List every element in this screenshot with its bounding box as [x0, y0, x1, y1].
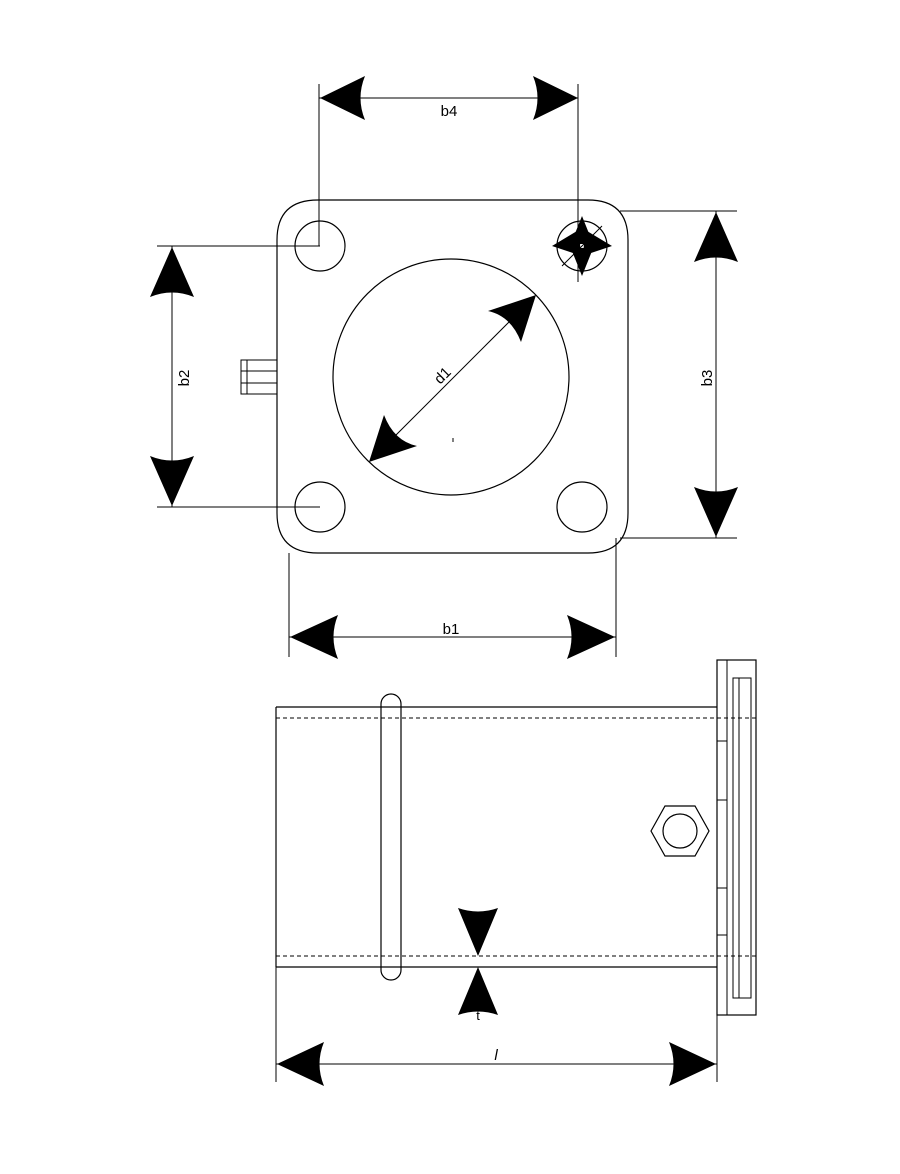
hex-nut: [650, 805, 710, 857]
b3-label: b3: [699, 370, 716, 387]
b2-arrow-bottom: [150, 456, 194, 506]
flange-side: [716, 659, 757, 1016]
dimension-b3: b3: [620, 210, 738, 539]
t-arrow-bottom: [458, 967, 498, 1015]
central-bore-d1: [332, 258, 570, 496]
dimension-d1: d1: [369, 295, 536, 462]
dimension-t: t: [458, 908, 498, 1023]
d2-arrow-3: [570, 216, 594, 246]
b4-label: b4: [441, 103, 458, 120]
dimension-b1: b1: [288, 538, 617, 659]
pipe-side-view: [275, 659, 757, 1016]
b1-label: b1: [443, 621, 460, 638]
d1-label: d1: [431, 364, 455, 388]
l-label: l: [494, 1047, 498, 1064]
b4-arrow-right: [533, 76, 578, 120]
b2-arrow-top: [150, 247, 194, 297]
bolt-hole-bottom-right: [556, 481, 608, 533]
dimension-l: l: [275, 967, 718, 1086]
flange-plate-outline: [276, 199, 629, 554]
side-nut: [240, 359, 278, 395]
dimension-b2: b2: [150, 245, 320, 508]
b1-arrow-left: [290, 615, 338, 659]
d1-arrow-lower: [369, 415, 417, 462]
l-arrow-right: [669, 1042, 716, 1086]
dimension-d2: d2: [552, 216, 612, 276]
clamp-band: [380, 693, 402, 981]
l-arrow-left: [277, 1042, 324, 1086]
dimension-b4: b4: [318, 76, 579, 282]
t-arrow-top: [458, 908, 498, 956]
b4-arrow-left: [320, 76, 365, 120]
d1-arrow-upper: [488, 295, 536, 342]
b2-label: b2: [176, 370, 193, 387]
d2-arrow-4: [570, 246, 594, 276]
b1-arrow-right: [567, 615, 615, 659]
t-label: t: [476, 1008, 480, 1023]
b3-arrow-top: [694, 212, 738, 262]
b3-arrow-bottom: [694, 487, 738, 537]
